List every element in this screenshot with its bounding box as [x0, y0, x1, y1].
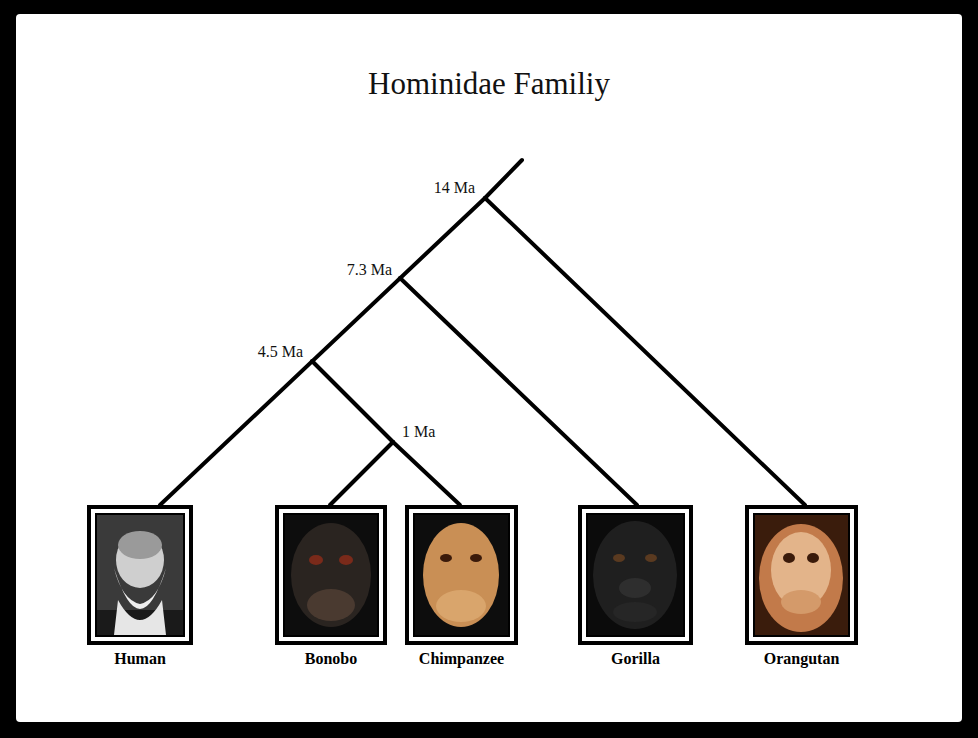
divergence-time: 14 Ma	[433, 179, 476, 197]
gorilla-photo	[588, 515, 683, 635]
species-box: Human	[87, 505, 193, 668]
photo-inner-border	[283, 513, 379, 637]
photo-inner-border	[753, 513, 850, 637]
species-name: Bonobo	[305, 650, 357, 668]
photo-inner-border	[413, 513, 510, 637]
species-name: Chimpanzee	[419, 650, 504, 668]
photo-frame	[578, 505, 693, 645]
species-box: Bonobo	[275, 505, 387, 668]
photo-frame	[745, 505, 858, 645]
species-name: Human	[114, 650, 166, 668]
species-box: Chimpanzee	[405, 505, 518, 668]
photo-frame	[87, 505, 193, 645]
photo-frame	[405, 505, 518, 645]
cladogram-lines	[160, 160, 805, 505]
species-name: Gorilla	[611, 650, 660, 668]
diagram-title: Hominidae Familiy	[0, 66, 978, 102]
bonobo-photo	[285, 515, 377, 635]
species-box: Gorilla	[578, 505, 693, 668]
divergence-time: 4.5 Ma	[257, 343, 304, 361]
divergence-time: 7.3 Ma	[346, 261, 393, 279]
chimpanzee-photo	[415, 515, 508, 635]
species-name: Orangutan	[764, 650, 840, 668]
orangutan-photo	[755, 515, 848, 635]
photo-frame	[275, 505, 387, 645]
species-box: Orangutan	[745, 505, 858, 668]
divergence-time: 1 Ma	[401, 423, 436, 441]
photo-inner-border	[586, 513, 685, 637]
photo-inner-border	[95, 513, 185, 637]
human-photo	[97, 515, 183, 635]
